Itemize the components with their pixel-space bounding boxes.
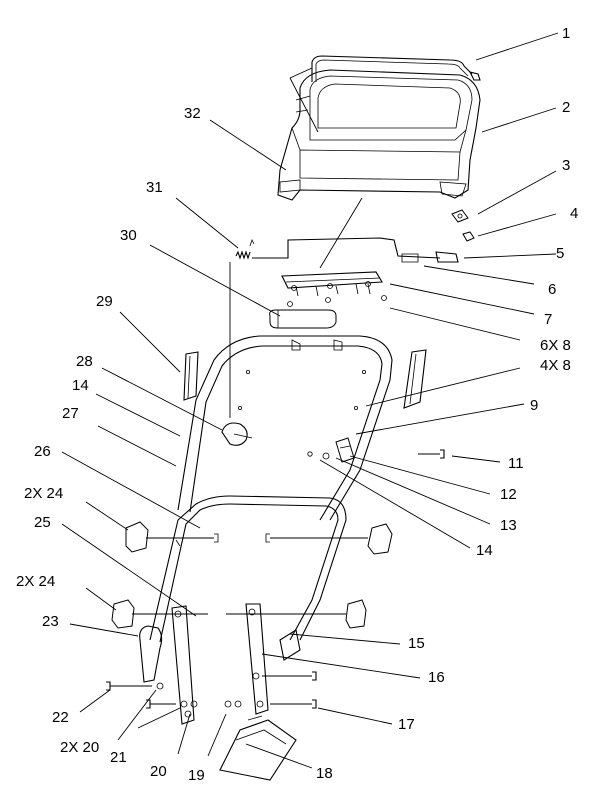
cable-guide-left xyxy=(183,351,199,401)
console-cover xyxy=(277,69,481,201)
callout-28: 28 xyxy=(76,353,93,370)
callout-18: 18 xyxy=(316,765,333,782)
callout-17: 17 xyxy=(398,716,415,733)
upper-handle xyxy=(177,335,393,521)
callout-12: 12 xyxy=(500,486,517,503)
callout-3: 3 xyxy=(562,157,570,174)
handle-knob-upper-left xyxy=(125,521,219,553)
handle-knob-lower-right xyxy=(226,599,367,629)
left-bracket xyxy=(171,605,195,725)
handle-knob-lower-left xyxy=(111,599,208,629)
spring-and-cable xyxy=(229,197,459,418)
callout-30: 30 xyxy=(120,227,137,244)
callout-20: 20 xyxy=(150,763,167,780)
callout-2: 2 xyxy=(562,99,570,116)
handle-grip xyxy=(269,309,337,329)
callout-15: 15 xyxy=(408,635,425,652)
callout-14-right: 14 xyxy=(476,542,493,559)
handle-knob-upper-right xyxy=(265,523,393,555)
callout-7: 7 xyxy=(544,311,552,328)
callout-6x8: 6X 8 xyxy=(540,337,571,354)
callout-32: 32 xyxy=(184,105,201,122)
callout-22: 22 xyxy=(52,709,69,726)
lower-tube-end xyxy=(139,625,163,683)
callout-2x24-lower: 2X 24 xyxy=(16,573,55,590)
callout-2x24-upper: 2X 24 xyxy=(24,485,63,502)
callout-26: 26 xyxy=(34,443,51,460)
cable-clip xyxy=(221,422,253,446)
callout-21: 21 xyxy=(110,749,127,766)
callout-29: 29 xyxy=(96,293,113,310)
callout-11: 11 xyxy=(508,455,524,472)
callout-2x20: 2X 20 xyxy=(60,739,99,756)
callout-27: 27 xyxy=(62,405,79,422)
nut xyxy=(462,231,475,242)
callout-9: 9 xyxy=(530,397,538,414)
callout-6: 6 xyxy=(548,281,556,298)
cable-guide-right xyxy=(403,349,427,409)
callout-1: 1 xyxy=(562,25,570,42)
callout-leaders xyxy=(61,32,559,769)
callout-labels: 1 2 3 4 5 6 7 6X 8 4X 8 9 11 12 13 14 15… xyxy=(16,25,578,784)
callout-14-left: 14 xyxy=(72,377,89,394)
callout-5: 5 xyxy=(556,245,564,262)
control-bail xyxy=(289,55,481,133)
callout-4: 4 xyxy=(570,205,578,222)
switch-panel xyxy=(281,271,387,307)
callout-19: 19 xyxy=(188,767,205,784)
switch-assembly xyxy=(307,437,445,463)
lower-handle xyxy=(149,495,347,643)
callout-13: 13 xyxy=(500,517,517,534)
callout-4x8: 4X 8 xyxy=(540,357,571,374)
hardware xyxy=(106,671,317,709)
callout-31: 31 xyxy=(146,179,163,196)
deck-bracket xyxy=(219,629,301,781)
callout-16: 16 xyxy=(428,669,445,686)
right-bracket xyxy=(245,603,269,715)
callout-25: 25 xyxy=(34,514,51,531)
callout-23: 23 xyxy=(42,613,59,630)
cable-bracket xyxy=(451,209,469,223)
